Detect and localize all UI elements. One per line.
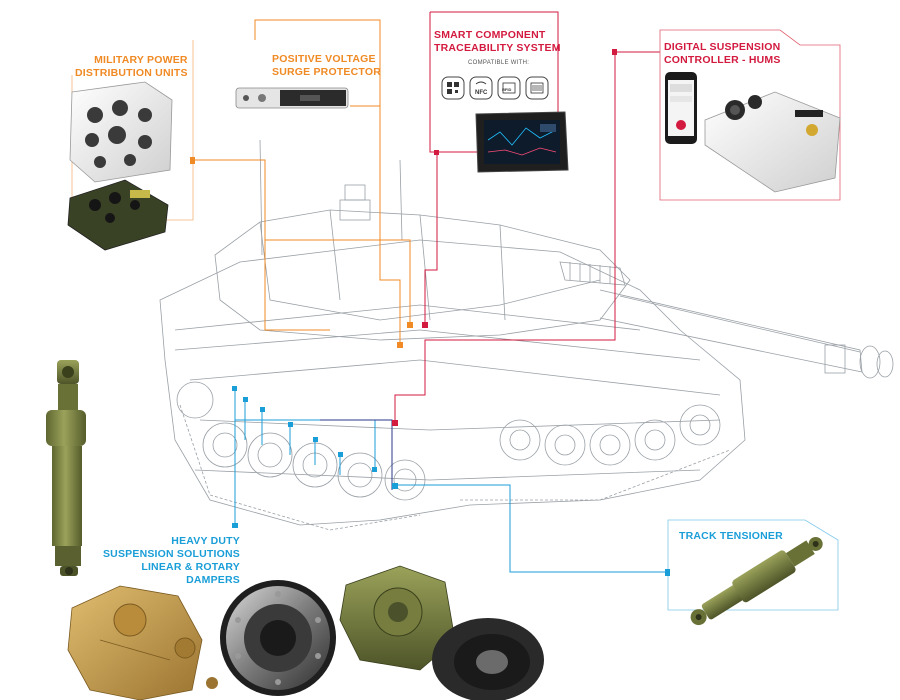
rfid-icon: RFID — [497, 76, 521, 100]
power-units-label: MILITARY POWER DISTRIBUTION UNITS — [75, 54, 188, 80]
nfc-text: NFC — [475, 90, 488, 96]
track-tensioner — [690, 536, 823, 626]
suspension-label-line2: SUSPENSION SOLUTIONS — [102, 548, 240, 560]
rugged-tablet — [475, 111, 569, 173]
surge-protector-label: POSITIVE VOLTAGE SURGE PROTECTOR — [272, 53, 381, 79]
rotary-damper-sand — [67, 585, 218, 700]
nfc-icon: NFC — [469, 76, 493, 100]
tank-wireframe — [159, 139, 894, 531]
rfid-text: RFID — [502, 87, 511, 92]
suspension-label-line1: HEAVY DUTY — [171, 535, 240, 547]
suspension-label-line3: LINEAR & ROTARY DAMPERS — [141, 561, 240, 586]
track-tensioner-label: TRACK TENSIONER — [679, 530, 783, 542]
left-road-wheels — [176, 381, 426, 501]
hums-label-line2: CONTROLLER - HUMS — [664, 54, 781, 66]
connector-lines — [71, 11, 841, 611]
node-markers — [190, 49, 670, 576]
suspension-label: HEAVY DUTY SUSPENSION SOLUTIONS LINEAR &… — [90, 535, 240, 587]
power-units-label-line1: MILITARY POWER — [94, 54, 188, 66]
hums-controller — [665, 72, 841, 193]
compatibility-icons: NFC RFID — [441, 76, 549, 100]
surge-protector — [235, 87, 349, 109]
barcode-icon — [525, 76, 549, 100]
power-distribution-unit-white — [69, 81, 173, 183]
power-distribution-unit-green — [67, 179, 169, 251]
qr-code-icon — [441, 76, 465, 100]
smartphone — [665, 72, 697, 144]
right-road-wheels — [499, 404, 721, 466]
traceability-label-line1: SMART COMPONENT — [434, 29, 546, 41]
rotary-damper-steel — [220, 580, 336, 696]
traceability-label: SMART COMPONENT TRACEABILITY SYSTEM — [434, 29, 561, 55]
hums-label: DIGITAL SUSPENSION CONTROLLER - HUMS — [664, 41, 781, 67]
compatible-with-label: COMPATIBLE WITH: — [468, 60, 530, 66]
linear-damper — [46, 360, 86, 576]
rotary-damper-olive — [339, 565, 544, 700]
traceability-label-line2: TRACEABILITY SYSTEM — [434, 42, 561, 54]
surge-label-line2: SURGE PROTECTOR — [272, 66, 381, 78]
hums-label-line1: DIGITAL SUSPENSION — [664, 41, 781, 53]
surge-label-line1: POSITIVE VOLTAGE — [272, 53, 376, 65]
power-units-label-line2: DISTRIBUTION UNITS — [75, 67, 188, 79]
